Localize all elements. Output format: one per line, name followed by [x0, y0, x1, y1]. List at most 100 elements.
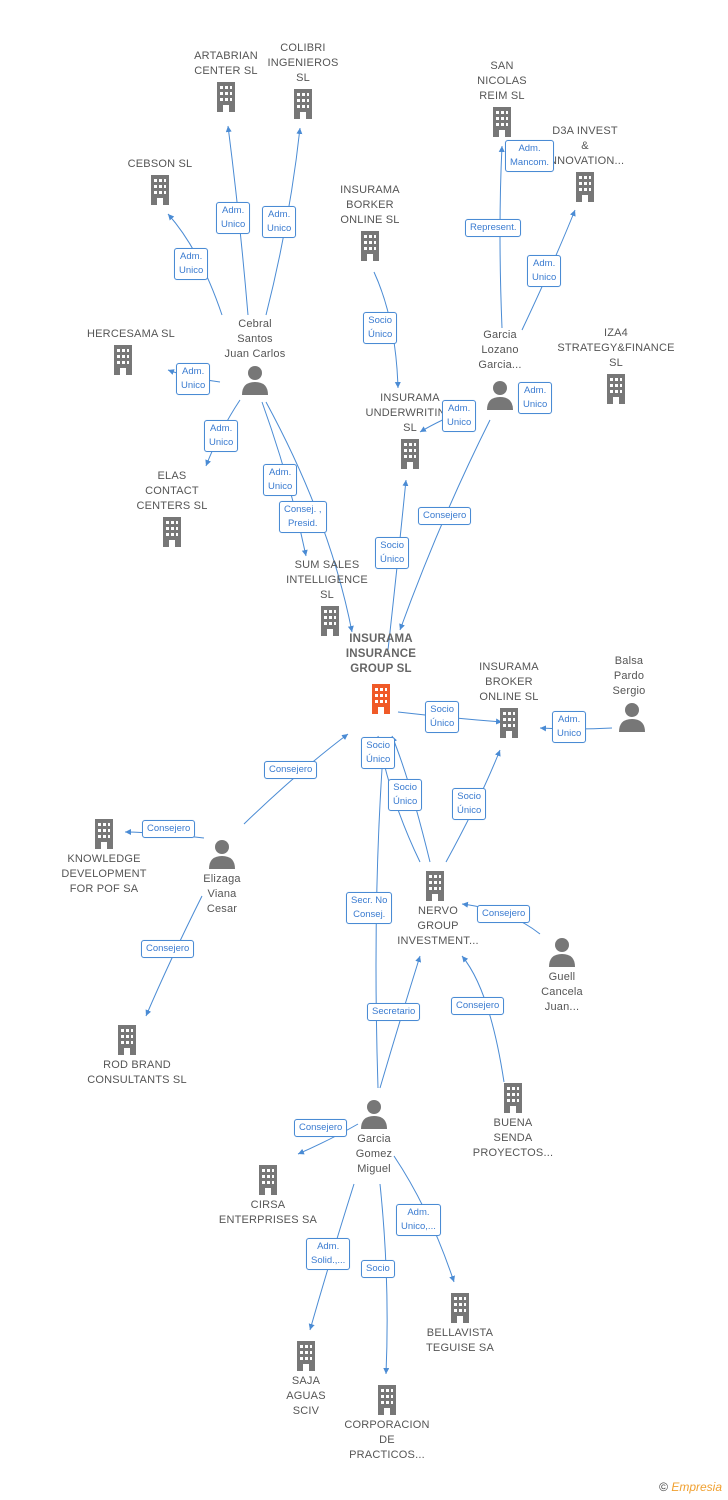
edge-label[interactable]: Consej. , Presid.: [279, 501, 327, 533]
edge-label[interactable]: Adm. Solid.,...: [306, 1238, 351, 1270]
footer-credit: © Empresia: [659, 1480, 722, 1494]
edge-label[interactable]: Adm. Unico: [263, 464, 298, 496]
edge-label[interactable]: Socio Único: [425, 701, 460, 733]
edge-label[interactable]: Secretario: [367, 1003, 421, 1021]
building-icon: [484, 104, 520, 140]
building-icon: [417, 868, 453, 904]
node-rod-brand[interactable]: ROD BRAND CONSULTANTS SL: [78, 1022, 196, 1088]
edge-buena-nervo: [461, 955, 505, 1083]
node-label: CEBSON SL: [127, 158, 193, 170]
node-buena-senda[interactable]: BUENA SENDA PROYECTOS...: [466, 1080, 560, 1161]
brand-logo[interactable]: Empresia: [671, 1480, 722, 1494]
node-label: BUENA SENDA PROYECTOS...: [472, 1117, 554, 1159]
node-balsa[interactable]: Balsa Pardo Sergio: [596, 654, 662, 735]
node-label: HERCESAMA SL: [87, 328, 175, 340]
node-insurama-underwriting[interactable]: INSURAMA UNDERWRITING SL: [358, 391, 462, 472]
building-icon: [495, 1080, 531, 1116]
node-artabrian[interactable]: ARTABRIAN CENTER SL: [186, 49, 266, 115]
node-cirsa[interactable]: CIRSA ENTERPRISES SA: [212, 1162, 324, 1228]
edge-label[interactable]: Adm. Mancom.: [505, 140, 555, 172]
person-icon: [237, 362, 273, 398]
edge-label[interactable]: Consejero: [451, 997, 505, 1015]
building-icon: [442, 1290, 478, 1326]
edge-label[interactable]: Socio Único: [375, 537, 410, 569]
node-d3a[interactable]: D3A INVEST & INNOVATION...: [540, 124, 630, 205]
edge-label[interactable]: Secr. No Consej.: [346, 892, 393, 924]
node-elas[interactable]: ELAS CONTACT CENTERS SL: [127, 469, 217, 550]
node-corporacion[interactable]: CORPORACION DE PRACTICOS...: [338, 1382, 436, 1463]
building-icon: [392, 436, 428, 472]
node-label: KNOWLEDGE DEVELOPMENT FOR POF SA: [61, 853, 147, 895]
node-label: IZA4 STRATEGY&FINANCE SL: [557, 327, 675, 369]
node-label: Guell Cancela Juan...: [541, 971, 583, 1013]
edge-label[interactable]: Adm. Unico: [552, 711, 587, 743]
building-icon: [208, 79, 244, 115]
edge-label[interactable]: Socio Único: [452, 788, 487, 820]
edge-label[interactable]: Socio: [361, 1260, 395, 1278]
edge-elizaga-group: [243, 733, 349, 825]
edge-label[interactable]: Consejero: [418, 507, 472, 525]
node-label: INSURAMA INSURANCE GROUP SL: [345, 633, 417, 675]
node-insurama-broker[interactable]: INSURAMA BROKER ONLINE SL: [466, 660, 552, 741]
node-cebral[interactable]: Cebral Santos Juan Carlos: [212, 317, 298, 398]
building-icon: [369, 1382, 405, 1418]
node-knowledge[interactable]: KNOWLEDGE DEVELOPMENT FOR POF SA: [56, 816, 152, 897]
edge-label[interactable]: Socio Único: [388, 779, 423, 811]
edge-label[interactable]: Consejero: [142, 820, 196, 838]
node-bellavista[interactable]: BELLAVISTA TEGUISE SA: [414, 1290, 506, 1356]
person-icon: [614, 699, 650, 735]
edge-label[interactable]: Adm. Unico: [442, 400, 477, 432]
node-hercesama[interactable]: HERCESAMA SL: [76, 327, 186, 378]
edge-label[interactable]: Represent.: [465, 219, 522, 237]
edge-label[interactable]: Adm. Unico: [262, 206, 297, 238]
node-elizaga[interactable]: Elizaga Viana Cesar: [190, 836, 254, 917]
edge-garcia-cirsa: [297, 1123, 359, 1155]
edge-garcia-sannicolas: [498, 145, 505, 329]
edge-label[interactable]: Consejero: [294, 1119, 348, 1137]
edge-label[interactable]: Adm. Unico: [216, 202, 251, 234]
edge-label[interactable]: Adm. Unico: [204, 420, 239, 452]
edge-label[interactable]: Consejero: [264, 761, 318, 779]
edge-garcia-nervo: [379, 955, 422, 1089]
building-icon: [491, 705, 527, 741]
building-icon: [109, 1022, 145, 1058]
edge-label[interactable]: Socio Único: [363, 312, 398, 344]
edge-garcia-corporacion: [379, 1183, 390, 1375]
node-label: BELLAVISTA TEGUISE SA: [425, 1327, 495, 1354]
person-icon: [356, 1096, 392, 1132]
node-label: SUM SALES INTELLIGENCE SL: [286, 559, 368, 601]
node-guell[interactable]: Guell Cancela Juan...: [530, 934, 594, 1015]
building-icon: [598, 371, 634, 407]
node-nervo[interactable]: NERVO GROUP INVESTMENT...: [390, 868, 486, 949]
node-colibri[interactable]: COLIBRI INGENIEROS SL: [263, 41, 343, 122]
person-icon: [482, 377, 518, 413]
edge-label[interactable]: Adm. Unico: [174, 248, 209, 280]
node-label: D3A INVEST & INNOVATION...: [545, 125, 625, 167]
node-label: SAN NICOLAS REIM SL: [477, 60, 527, 102]
edge-label[interactable]: Adm. Unico: [527, 255, 562, 287]
node-saja[interactable]: SAJA AGUAS SCIV: [276, 1338, 336, 1419]
node-insurama-group[interactable]: INSURAMA INSURANCE GROUP SL: [334, 632, 428, 717]
node-label: ARTABRIAN CENTER SL: [194, 50, 258, 77]
node-garcia-lozano[interactable]: Garcia Lozano Garcia...: [460, 328, 540, 413]
person-icon: [204, 836, 240, 872]
building-icon: [154, 514, 190, 550]
edge-label[interactable]: Consejero: [477, 905, 531, 923]
node-label: COLIBRI INGENIEROS SL: [267, 42, 339, 84]
node-label: Garcia Gomez Miguel: [355, 1133, 393, 1175]
edge-label[interactable]: Adm. Unico: [518, 382, 553, 414]
node-label: ROD BRAND CONSULTANTS SL: [87, 1059, 187, 1086]
node-sum-sales[interactable]: SUM SALES INTELLIGENCE SL: [280, 558, 374, 639]
edge-label[interactable]: Adm. Unico,...: [396, 1204, 441, 1236]
node-san-nicolas[interactable]: SAN NICOLAS REIM SL: [462, 59, 542, 140]
node-garcia-gomez[interactable]: Garcia Gomez Miguel: [342, 1096, 406, 1177]
node-insurama-borker[interactable]: INSURAMA BORKER ONLINE SL: [328, 183, 412, 264]
node-cebson[interactable]: CEBSON SL: [115, 157, 205, 208]
node-label: ELAS CONTACT CENTERS SL: [136, 470, 208, 512]
edge-label[interactable]: Socio Único: [361, 737, 396, 769]
node-iza4[interactable]: IZA4 STRATEGY&FINANCE SL: [553, 326, 679, 407]
building-icon: [86, 816, 122, 852]
edge-label[interactable]: Consejero: [141, 940, 195, 958]
node-label: Garcia Lozano Garcia...: [478, 329, 522, 371]
edge-label[interactable]: Adm. Unico: [176, 363, 211, 395]
